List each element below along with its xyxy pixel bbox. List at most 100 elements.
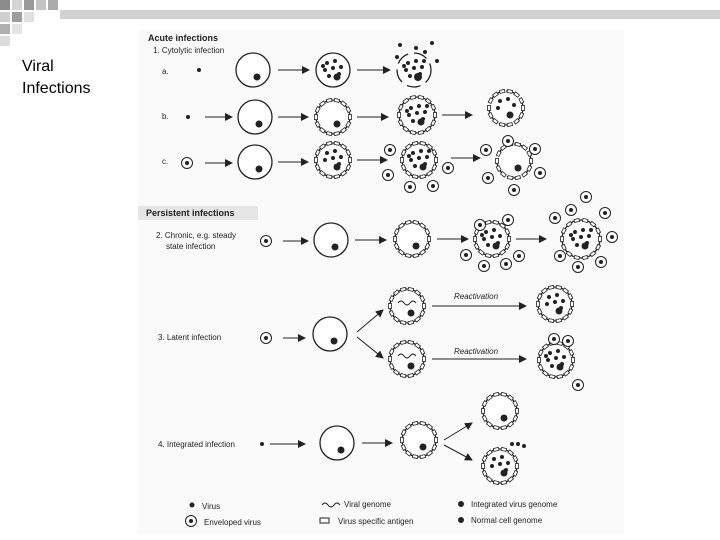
virus-antigen — [388, 356, 392, 362]
enveloped-virus-core — [558, 254, 562, 258]
virus-particle — [409, 158, 413, 162]
virus-antigen — [521, 144, 529, 152]
corner-square — [12, 24, 22, 34]
virus-particle — [484, 230, 488, 234]
virus-antigen — [314, 114, 318, 120]
virus-antigen — [567, 307, 574, 315]
virus-antigen — [400, 149, 407, 157]
cell — [313, 222, 349, 258]
virus-antigen — [492, 253, 500, 259]
virus-particle — [550, 364, 554, 368]
virus-particle — [545, 302, 549, 306]
virus-antigen — [388, 303, 392, 309]
virus-antigen — [487, 97, 494, 105]
cell-nucleus — [500, 414, 508, 422]
virus-antigen — [506, 88, 514, 94]
virus-antigen — [422, 303, 426, 309]
virus-particle — [339, 155, 343, 159]
virus-antigen — [412, 253, 420, 259]
legend-antigen-symbol — [319, 517, 330, 524]
virus-antigen — [426, 423, 434, 431]
enveloped-virus-core — [506, 139, 510, 143]
virus-antigen — [495, 150, 502, 158]
virus-antigen — [411, 420, 419, 426]
virus-antigen — [536, 293, 543, 301]
virus-antigen — [481, 400, 488, 408]
chronic-label-2: state infection — [166, 242, 215, 251]
virus-particle — [323, 68, 327, 72]
cell-nucleus — [330, 337, 338, 345]
virus-particle — [496, 241, 500, 245]
virus-antigen — [521, 105, 525, 111]
virus-antigen — [560, 236, 564, 242]
virus-antigen — [500, 425, 508, 431]
virus-particle — [404, 68, 408, 72]
virus-antigen — [404, 253, 412, 259]
virus-antigen — [499, 170, 507, 178]
enveloped-virus-core — [506, 218, 510, 222]
virus-antigen — [318, 100, 326, 108]
virus-antigen — [412, 219, 420, 225]
virus-antigen — [537, 357, 541, 363]
virus-antigen — [562, 313, 570, 321]
virus-antigen — [318, 143, 326, 151]
virus-antigen — [492, 480, 500, 486]
virus-antigen — [345, 163, 352, 171]
cell — [235, 52, 271, 88]
virus-particle — [556, 349, 560, 353]
virus-antigen — [411, 140, 419, 146]
virus-antigen — [419, 420, 427, 426]
virus-antigen — [392, 315, 400, 323]
virus-antigen — [402, 97, 410, 105]
enveloped-virus-core — [482, 264, 486, 268]
enveloped-virus-core — [533, 147, 537, 151]
slide-title: Viral Infections — [22, 56, 90, 100]
virus-antigen — [424, 242, 431, 250]
virus-antigen — [404, 423, 412, 431]
virus-particle — [423, 50, 427, 54]
virus-antigen — [411, 454, 419, 460]
corner-square — [12, 0, 22, 10]
virus-particle — [555, 293, 559, 297]
virus-antigen — [392, 289, 400, 297]
virus-antigen — [484, 253, 492, 259]
virus-antigen — [506, 122, 514, 128]
reactivation-label-top: Reactivation — [454, 292, 499, 301]
virus-antigen — [536, 307, 543, 315]
corner-square — [0, 24, 10, 34]
virus-antigen — [589, 250, 597, 258]
legend-enveloped-virus-symbol — [185, 515, 197, 527]
cell-nucleus — [506, 111, 514, 119]
virus-particle — [327, 74, 331, 78]
virus-particle — [435, 59, 439, 63]
virus-antigen — [433, 112, 437, 118]
virus-antigen — [481, 408, 485, 414]
virus-particle — [423, 162, 427, 166]
chronic-label-1: 2. Chronic, e.g. steady — [156, 231, 236, 240]
virus-antigen — [388, 295, 395, 303]
virus-particle — [417, 104, 421, 108]
virus-particle — [420, 65, 424, 69]
enveloped-virus-core — [264, 336, 268, 340]
virus-antigen — [565, 250, 573, 258]
virus-antigen — [431, 443, 438, 451]
virus-antigen — [473, 236, 477, 242]
virus-particle — [398, 43, 402, 47]
legend-normal-genome-symbol — [458, 517, 464, 523]
enveloped-virus-core — [486, 176, 490, 180]
virus-particle — [559, 306, 563, 310]
virus-antigen — [314, 163, 321, 171]
virus-antigen — [507, 394, 515, 402]
virus-antigen — [485, 475, 493, 483]
legend-enveloped-virus: Enveloped virus — [204, 518, 261, 527]
virus-particle — [413, 164, 417, 168]
virus-particle — [417, 156, 421, 160]
virus-antigen — [430, 119, 437, 127]
virus-antigen — [513, 91, 521, 99]
virus-particle — [331, 156, 335, 160]
enveloped-virus-core — [504, 262, 508, 266]
virus-particle — [500, 455, 504, 459]
virus-particle — [411, 119, 415, 123]
cell-nucleus — [514, 164, 522, 172]
